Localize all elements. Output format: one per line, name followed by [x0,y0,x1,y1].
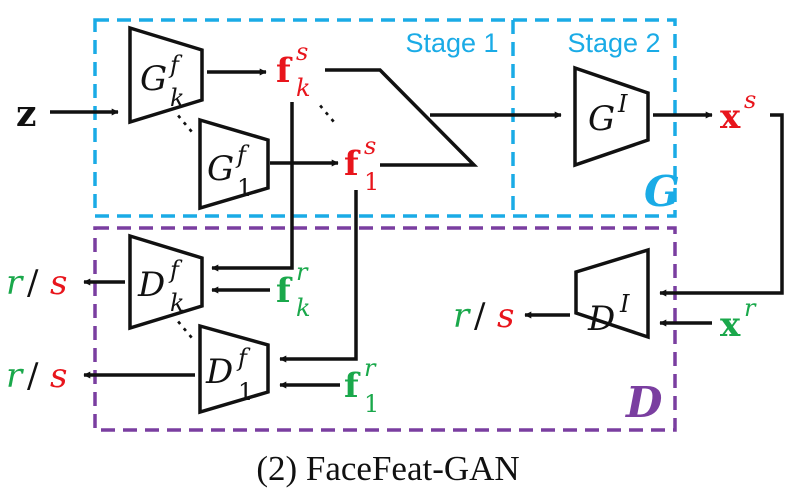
network-blocks [128,25,650,415]
generator-g1-block [198,117,270,211]
svg-text:f: f [344,366,361,406]
svg-text:1: 1 [364,390,379,418]
svg-text:I: I [617,90,628,118]
feature-fk-real: f r k [276,258,311,322]
feature-ellipsis: ⋮ [307,94,346,134]
svg-text:r: r [6,356,24,396]
svg-text:G: G [588,99,615,139]
output-di-real-synthetic: r / s [453,296,514,336]
svg-text:s: s [364,132,376,160]
generator-region: Stage 1 Stage 2 G [93,18,680,218]
xs-to-di-arrow [659,113,784,297]
stage2-label: Stage 2 [567,28,660,58]
input-z-label: z [16,93,36,135]
generator-gi-label: G I [588,90,628,139]
svg-text:s: s [296,38,308,66]
svg-text:r: r [6,263,24,303]
discriminator-di-block [574,247,650,340]
svg-text:f: f [276,271,293,311]
svg-text:s: s [744,86,756,114]
generator-gi-block [573,65,650,168]
f1-to-d1-arrow [279,190,358,363]
fk-to-dk-arrow [211,102,294,272]
discriminator-box [93,226,677,432]
svg-text:k: k [170,84,185,112]
svg-text:s: s [50,263,67,303]
connections [50,68,784,389]
image-xr-real: x r [720,294,757,345]
svg-text:I: I [619,290,630,318]
svg-text:x: x [720,305,741,345]
generator-box [93,18,677,218]
svg-text:r: r [296,258,309,286]
svg-text:G: G [207,149,234,189]
svg-text:r: r [744,294,757,322]
feature-fk-synthetic: f s k [276,38,311,102]
discriminator-d1-block [198,323,270,415]
discriminator-dk-block [128,233,204,331]
svg-text:r: r [453,296,471,336]
svg-text:1: 1 [364,168,379,196]
svg-text:D: D [205,352,233,392]
svg-text:D: D [587,299,615,339]
svg-text:r: r [364,354,377,382]
svg-text:k: k [170,289,185,317]
generator-letter: G [644,167,680,216]
discriminator-letter: D [625,378,663,427]
generator-g1-label: G f 1 [207,141,252,202]
discriminator-di-label: D I [587,290,630,339]
svg-text:1: 1 [237,174,252,202]
svg-text:s: s [497,296,514,336]
image-xs-synthetic: x s [720,86,756,137]
discriminator-region: D [93,226,677,432]
svg-text:1: 1 [238,378,253,406]
svg-text:s: s [50,356,67,396]
svg-text:G: G [140,59,167,99]
stage1-label: Stage 1 [405,28,498,58]
feature-f1-real: f r 1 [344,354,379,418]
svg-text:x: x [720,97,741,137]
svg-text:/: / [27,263,39,303]
output-dk-real-synthetic: r / s [6,263,67,303]
figure-caption: (2) FaceFeat-GAN [256,449,519,488]
svg-text:/: / [27,356,39,396]
svg-text:f: f [344,144,361,184]
svg-text:k: k [296,74,311,102]
svg-text:D: D [137,265,165,305]
merge-line [325,68,479,167]
output-d1-real-synthetic: r / s [6,356,67,396]
generator-gk-block [128,25,204,125]
svg-text:k: k [296,294,311,322]
svg-text:f: f [276,51,293,91]
svg-text:/: / [474,296,486,336]
feature-f1-synthetic: f s 1 [344,132,379,196]
